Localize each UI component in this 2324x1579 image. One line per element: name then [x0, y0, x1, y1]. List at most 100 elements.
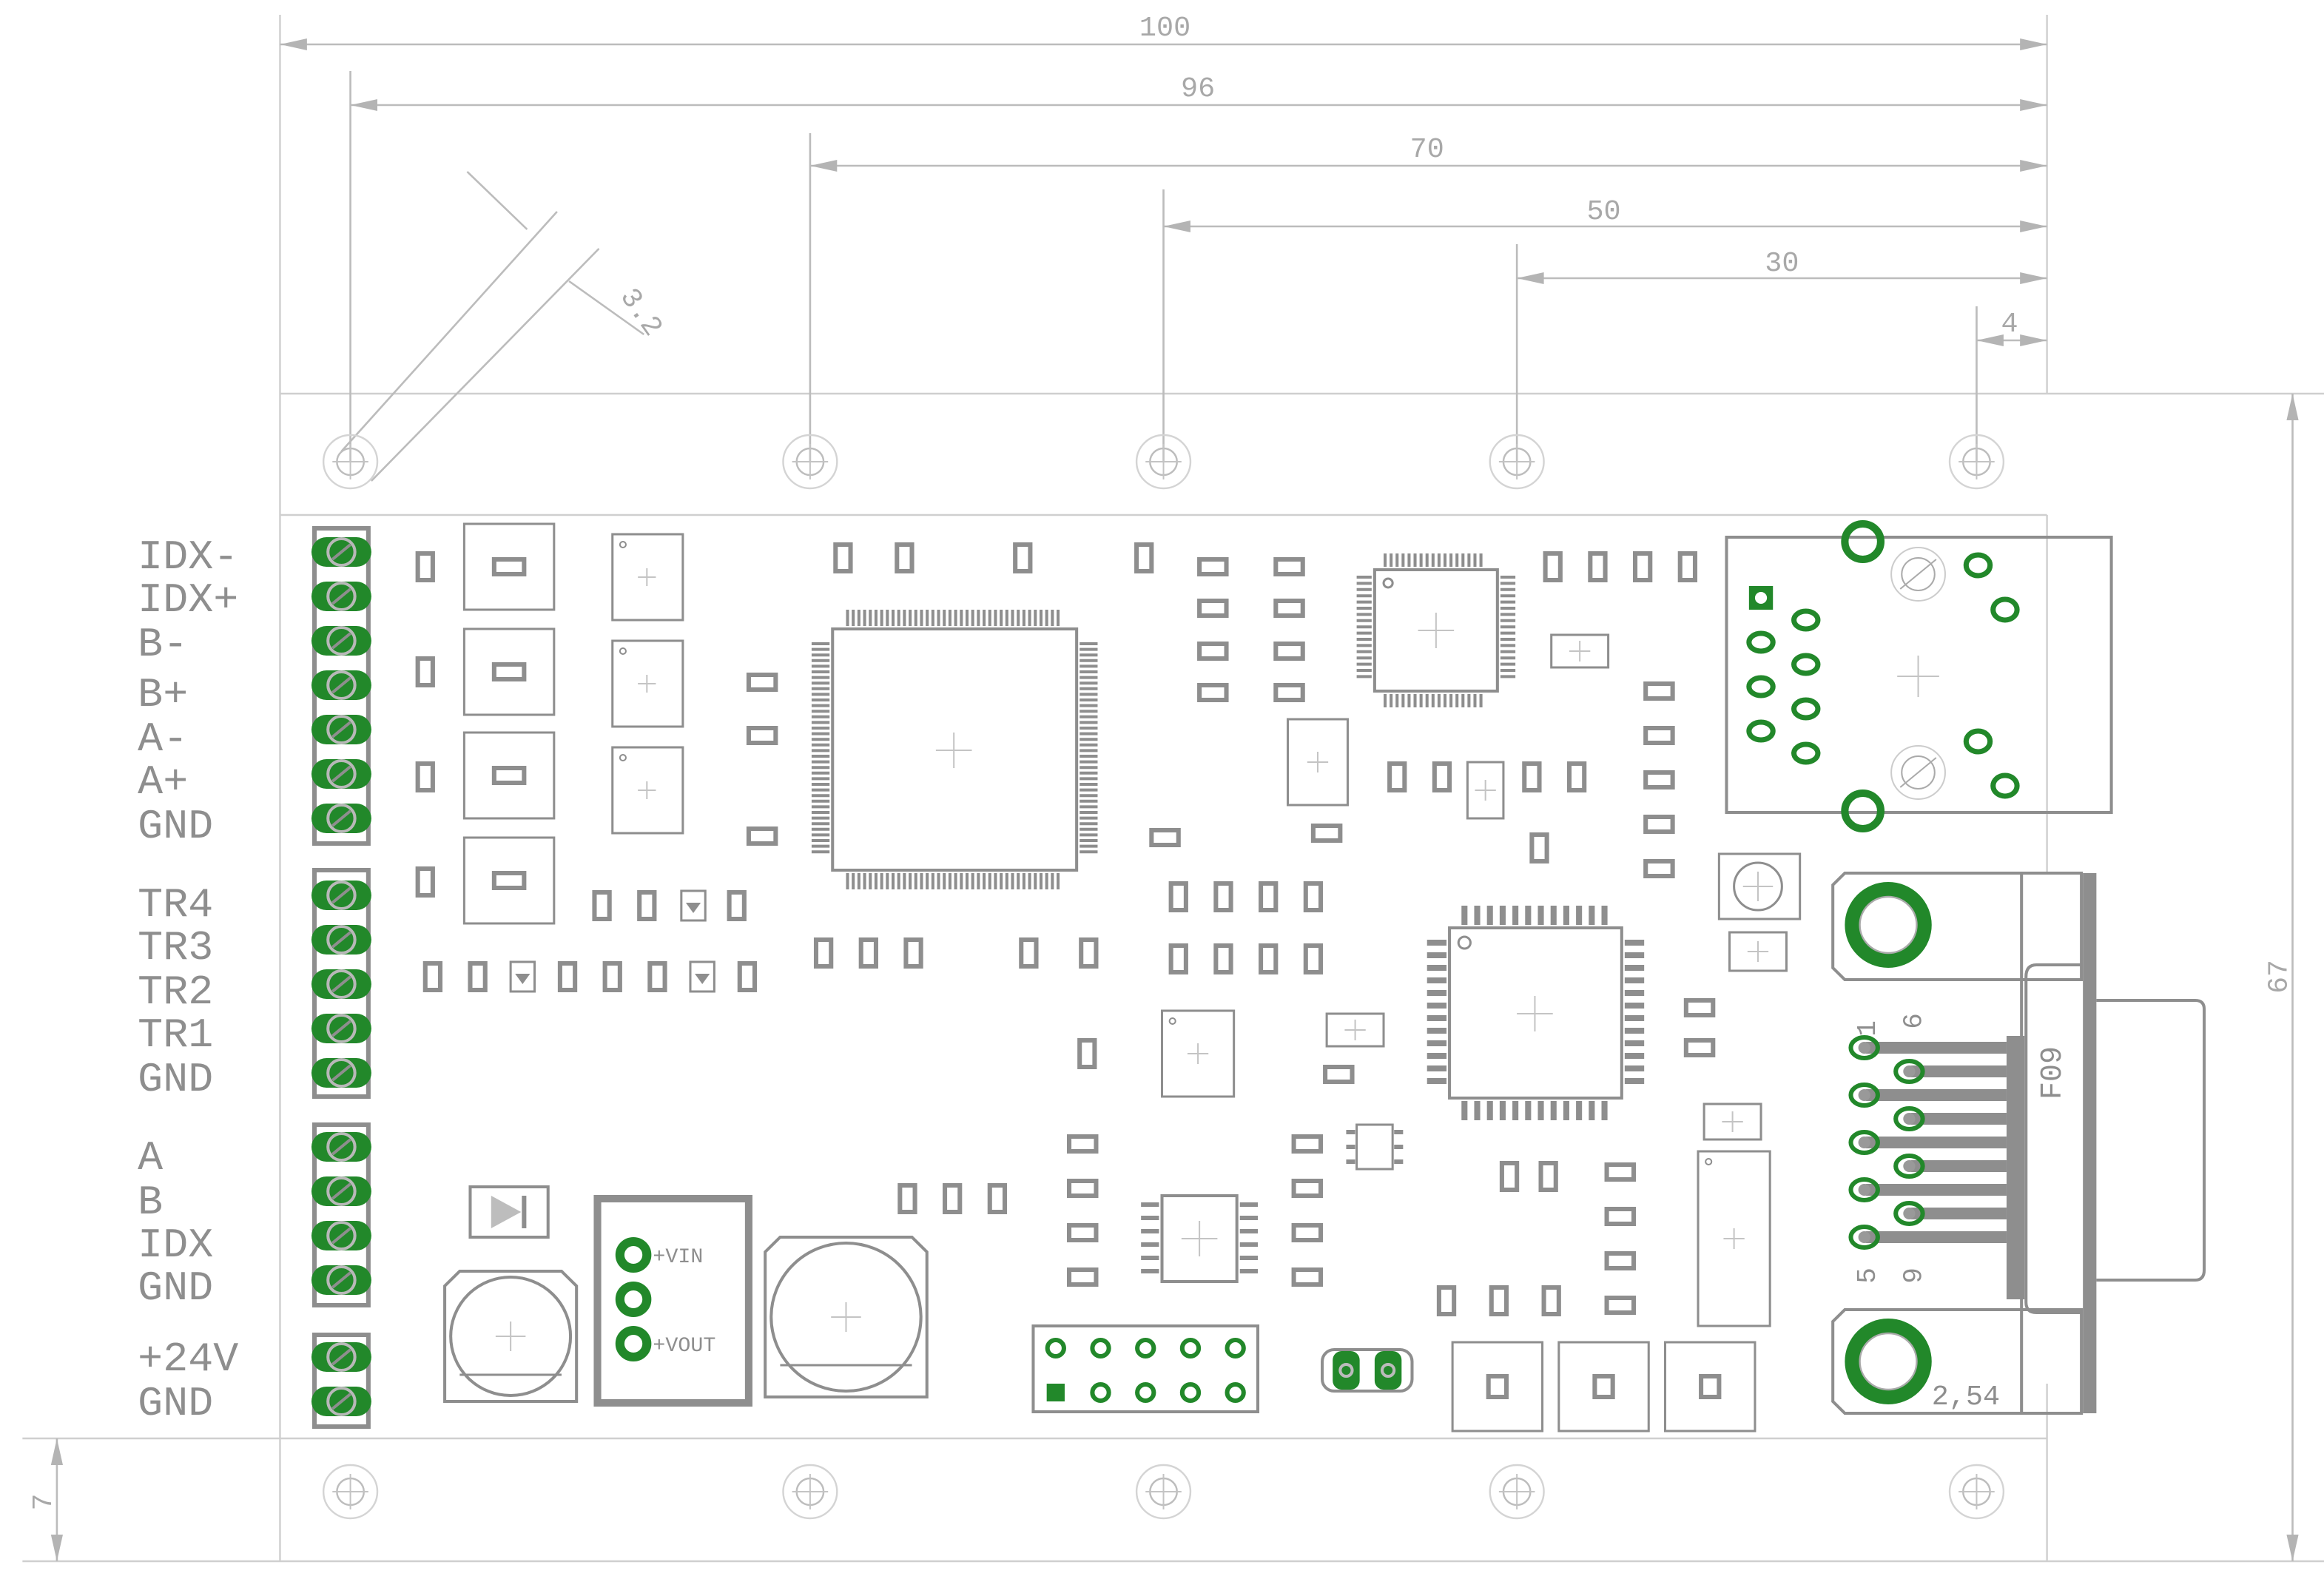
db9-pin9-label: 9 [1899, 1267, 1929, 1284]
dimension-arrow [2020, 334, 2047, 346]
smd-resistor [1683, 1038, 1716, 1057]
terminal-block-frame [311, 1333, 371, 1429]
crystal-body [1733, 861, 1783, 912]
terminal-screw [326, 715, 357, 744]
smd-resistor [1077, 1038, 1097, 1069]
smd-diode [680, 889, 707, 922]
smd-resistor [557, 961, 578, 992]
sot-package [611, 746, 684, 835]
header-pin [1225, 1382, 1246, 1403]
header-pin [1045, 1338, 1066, 1359]
terminal-screw [326, 881, 357, 910]
rj45-pin [1791, 653, 1821, 676]
db9-mount-hole [1859, 1332, 1918, 1391]
dim-label-hole-diameter: 3.2 [613, 283, 668, 343]
header-pin [1135, 1382, 1156, 1403]
screw-slot [331, 1064, 351, 1082]
dim-label-70: 70 [1410, 134, 1444, 166]
screw-slot [331, 632, 351, 650]
smd-capacitor [1728, 931, 1788, 972]
db9-trace [1865, 1184, 2007, 1196]
screw-slot [331, 588, 351, 605]
db9-trace [1865, 1042, 2007, 1054]
terminal-blocks [311, 526, 371, 1429]
hole-hatch [1899, 559, 1937, 590]
led-body [491, 662, 527, 681]
diameter-leader [466, 171, 528, 230]
diameter-line [340, 211, 558, 452]
smd-resistor [1541, 1285, 1561, 1316]
pin-header-2x5 [1031, 1324, 1260, 1413]
smd-resistor [1643, 681, 1675, 701]
smd-resistor [1604, 1162, 1637, 1182]
smd-resistor [903, 937, 923, 969]
pin1-marker [619, 754, 627, 761]
label-a-plus: A+ [138, 758, 188, 806]
rj45-pin [1746, 630, 1776, 654]
terminal-screw [326, 626, 357, 656]
screw-slot [331, 1182, 351, 1200]
db9-pin [1848, 1130, 1880, 1155]
terminal-screw [326, 1387, 357, 1416]
terminal-screw [326, 1342, 357, 1372]
label-b-plus: B+ [138, 671, 188, 718]
db9-pin1-label: 1 [1853, 1020, 1883, 1037]
ic-soic8 [1160, 1194, 1239, 1283]
dim-label-96: 96 [1181, 73, 1215, 105]
dimension-lines [50, 38, 2299, 1561]
label-24v: +24V [138, 1336, 238, 1383]
db9-pin [1893, 1106, 1925, 1131]
smd-resistor [637, 890, 657, 921]
smd-resistor [1310, 824, 1343, 843]
db9-shell-inner [2024, 963, 2082, 1314]
header-pin [1090, 1338, 1111, 1359]
jumper-via [1338, 1363, 1354, 1378]
dimension-arrow [50, 1535, 64, 1561]
smd-resistor [1149, 828, 1181, 847]
led-body [1486, 1374, 1509, 1399]
db9-mount-pad [1845, 1319, 1932, 1404]
screw-slot [331, 1393, 351, 1410]
smd-resistor [746, 726, 778, 745]
smd-resistor [1291, 1223, 1324, 1242]
terminal-screw [326, 670, 357, 700]
smd-resistor [1197, 683, 1229, 702]
rj45-pin [1791, 608, 1821, 632]
db9-pin [1893, 1059, 1925, 1084]
smd-resistor [1213, 943, 1233, 974]
header-pin [1090, 1382, 1111, 1403]
smd-resistor [468, 961, 488, 992]
smd-resistor [1436, 1285, 1457, 1316]
mcu-qfp100 [831, 627, 1079, 872]
screw-slot [331, 543, 351, 561]
smd-resistor [1643, 815, 1675, 834]
terminal-block-frame [311, 1122, 371, 1307]
smd-resistor [1522, 761, 1542, 792]
mounting-hole [322, 1464, 379, 1520]
label-a: A [138, 1134, 163, 1182]
dimension-arrow [350, 99, 378, 111]
label-idx: IDX [138, 1222, 213, 1269]
smd-resistor [1134, 542, 1154, 573]
regulator-pin [615, 1282, 652, 1317]
smd-diode [509, 960, 536, 993]
rj45-mount-hole [1890, 745, 1946, 800]
db9-trace [1910, 1208, 2007, 1219]
label-tr4: TR4 [138, 881, 213, 929]
power-diode [468, 1185, 550, 1239]
terminal-screw [326, 804, 357, 833]
diode-icon [685, 903, 701, 913]
smd-resistor [422, 961, 443, 992]
electrolytic-capacitor-cap-small [443, 1270, 579, 1403]
db9-pin-core [1858, 1231, 1870, 1243]
screw-slot [331, 721, 351, 738]
smd-resistor [833, 542, 853, 573]
screw-slot [331, 1138, 351, 1156]
board-outline [22, 15, 2324, 1563]
mounting-hole [1135, 434, 1192, 490]
smd-resistor [1259, 943, 1279, 974]
header-pin [1179, 1382, 1202, 1403]
rj45-pin [1746, 675, 1776, 698]
smd-resistor [1066, 1223, 1099, 1242]
smd-resistor [1213, 881, 1233, 912]
